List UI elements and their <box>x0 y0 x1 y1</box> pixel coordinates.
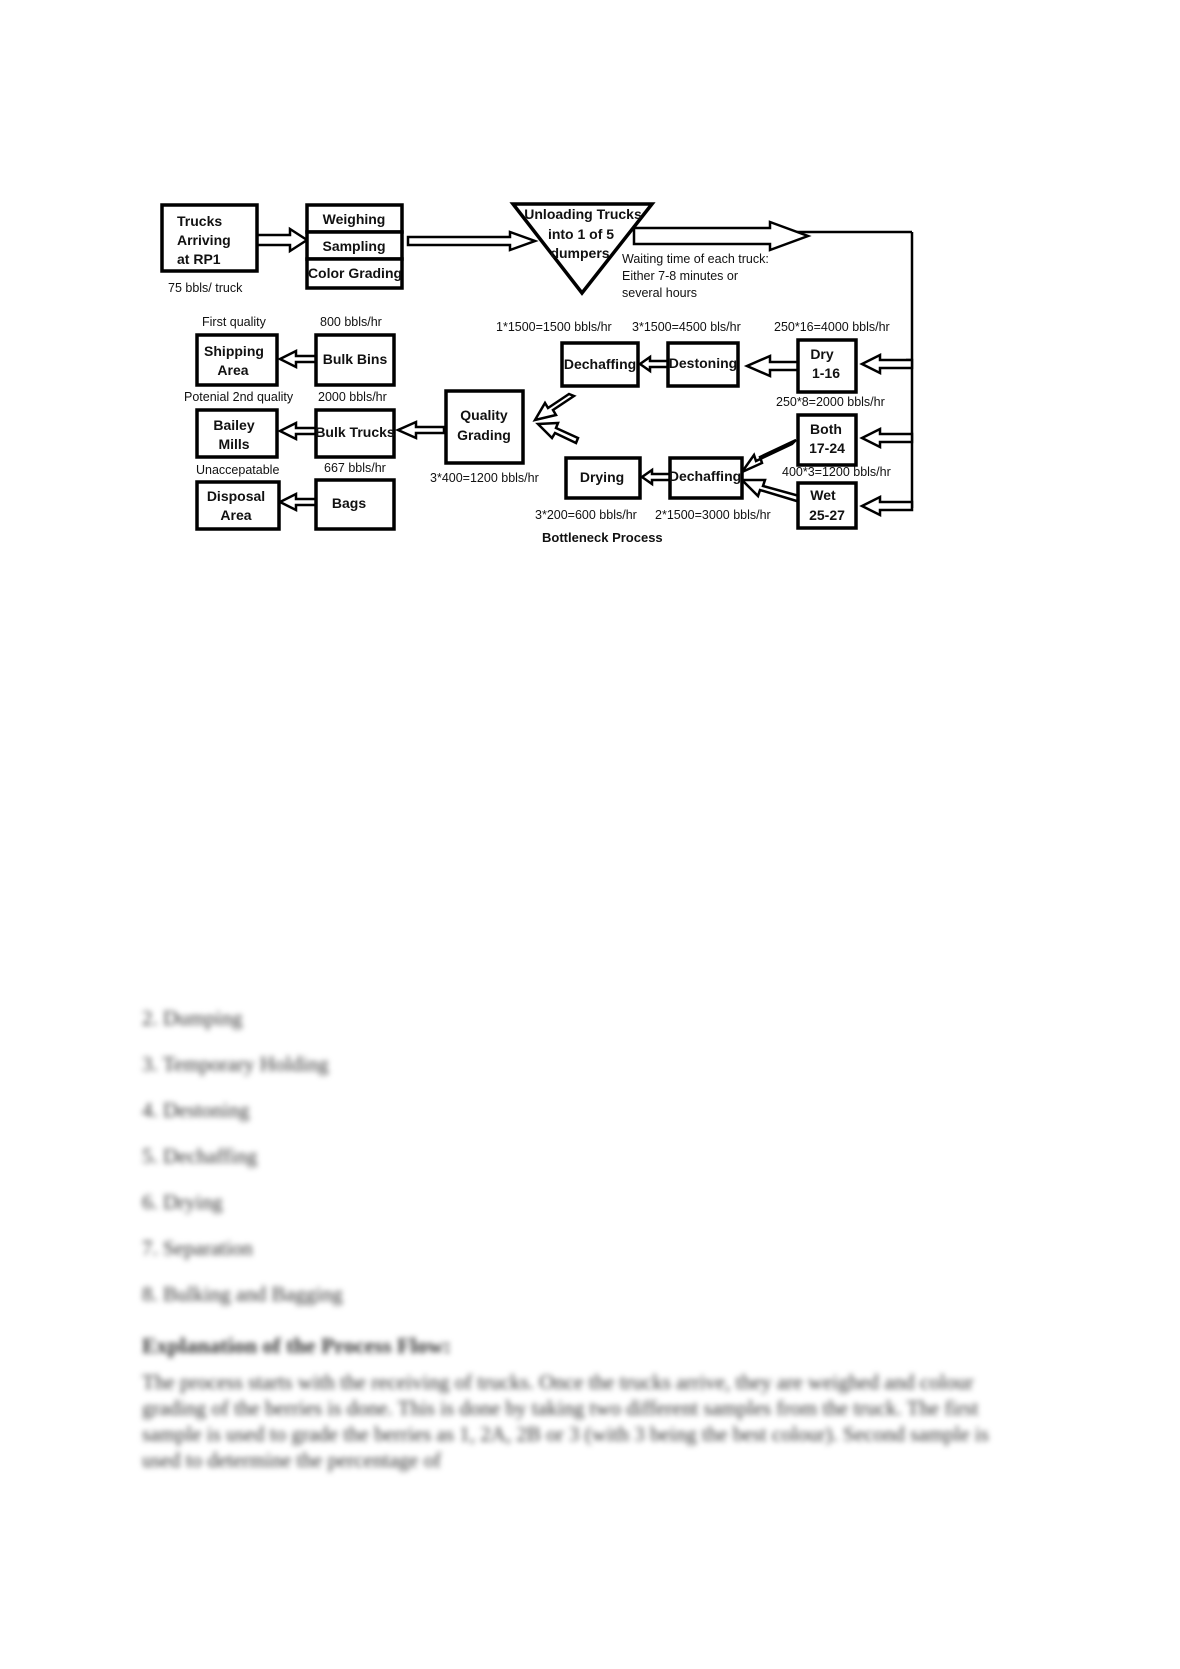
arrow-dechaffing-to-drying <box>639 467 672 487</box>
trucks-arriving-box: Trucks Arriving at RP1 <box>160 203 259 273</box>
arrow-bulkbins-to-shipping <box>277 348 318 370</box>
dechaffing-top-rate-note: 1*1500=1500 bbls/hr <box>496 320 612 334</box>
unacceptable-note: Unaccepatable <box>196 463 279 477</box>
arrow-bags-to-disposal <box>277 491 318 513</box>
bags-rate-note: 667 bbls/hr <box>324 461 386 475</box>
dry-box: Dry 1-16 <box>796 338 858 394</box>
bulk-trucks-label: Bulk Trucks <box>315 424 395 440</box>
trucks-rate-note: 75 bbls/ truck <box>168 281 243 295</box>
wet-label-line2: 25-27 <box>809 507 845 523</box>
dry-rate-note: 250*16=4000 bbls/hr <box>774 320 890 334</box>
quality-label-line2: Grading <box>457 427 511 443</box>
bulk-trucks-rate-note: 2000 bbls/hr <box>318 390 387 404</box>
arrow-to-quality-upper <box>532 392 577 422</box>
bulk-bins-label: Bulk Bins <box>323 351 388 367</box>
list-item: 3. Temporary Holding <box>142 1052 329 1076</box>
unloading-label-line2: into 1 of 5 <box>548 226 614 242</box>
list-item: 8. Bulking and Bagging <box>142 1282 343 1306</box>
dechaffing-top-label: Dechaffing <box>564 356 636 372</box>
weighing-label: Weighing <box>323 211 386 227</box>
destoning-box: Destoning <box>666 341 740 388</box>
body-paragraph: The process starts with the receiving of… <box>142 1370 989 1472</box>
shipping-label-line1: Shipping <box>204 343 264 359</box>
second-quality-note: Potenial 2nd quality <box>184 390 294 404</box>
dechaffing-bottom-rate-note: 2*1500=3000 bbls/hr <box>655 508 771 522</box>
unloading-label-line3: dumpers <box>550 245 609 261</box>
sampling-label: Sampling <box>322 238 385 254</box>
arrow-to-quality-lower <box>535 421 580 445</box>
dechaffing-top-box: Dechaffing <box>560 341 640 388</box>
first-quality-note: First quality <box>202 315 267 329</box>
arrow-dry-to-destoning <box>743 354 800 378</box>
dry-label-line1: Dry <box>810 346 834 362</box>
bailey-label-line2: Mills <box>218 436 249 452</box>
disposal-label-line1: Disposal <box>207 488 265 504</box>
both-label-line1: Both <box>810 421 842 437</box>
bottleneck-label: Bottleneck Process <box>542 530 663 545</box>
wet-label-line1: Wet <box>810 487 836 503</box>
arrow-bulktrucks-to-bailey <box>277 420 318 442</box>
arrow-to-both <box>859 426 914 450</box>
list-item: 5. Dechaffing <box>142 1144 258 1168</box>
bags-box: Bags <box>314 478 396 531</box>
process-steps-list: 2. Dumping 3. Temporary Holding 4. Desto… <box>142 995 1042 1317</box>
process-flow-diagram: Trucks Arriving at RP1 75 bbls/ truck We… <box>160 202 914 545</box>
blurred-document-text: 2. Dumping 3. Temporary Holding 4. Desto… <box>142 995 1042 1473</box>
trucks-label-line2: Arriving <box>177 232 231 248</box>
shipping-label-line2: Area <box>217 362 248 378</box>
bulk-bins-box: Bulk Bins <box>314 333 396 387</box>
arrow-dumper-to-right <box>632 220 812 252</box>
weighing-stack: Weighing Sampling Color Grading <box>305 203 404 290</box>
waiting-note-line1: Waiting time of each truck: <box>622 252 769 266</box>
arrow-quality-to-bulktrucks <box>394 420 446 440</box>
waiting-note-line2: Either 7-8 minutes or <box>622 269 738 283</box>
bags-label: Bags <box>332 495 366 511</box>
quality-rate-note: 3*400=1200 bbls/hr <box>430 471 539 485</box>
arrow-wet-to-dechaffing <box>738 478 805 504</box>
list-item: 7. Separation <box>142 1236 253 1260</box>
arrow-trucks-to-weighing <box>255 226 310 254</box>
arrow-to-wet <box>859 494 914 518</box>
trucks-label-line1: Trucks <box>177 213 222 229</box>
shipping-area-box: Shipping Area <box>195 333 279 387</box>
drying-rate-note: 3*200=600 bbls/hr <box>535 508 637 522</box>
color-grading-label: Color Grading <box>308 265 402 281</box>
arrow-weighing-to-dumper <box>406 230 539 252</box>
quality-grading-box: Quality Grading <box>444 389 525 465</box>
arrow-to-dry <box>859 352 914 376</box>
unloading-dumper-triangle: Unloading Trucks into 1 of 5 dumpers <box>509 202 656 296</box>
destoning-rate-note: 3*1500=4500 bls/hr <box>632 320 741 334</box>
drying-label: Drying <box>580 469 624 485</box>
list-item: 6. Drying <box>142 1190 223 1214</box>
bulk-trucks-box: Bulk Trucks <box>314 408 396 459</box>
list-item: 2. Dumping <box>142 1006 243 1030</box>
bailey-mills-box: Bailey Mills <box>195 408 279 459</box>
section-heading: Explanation of the Process Flow: <box>142 1333 451 1358</box>
both-box: Both 17-24 <box>796 413 858 467</box>
arrow-both-to-dechaffing <box>738 438 797 476</box>
both-label-line2: 17-24 <box>809 440 845 456</box>
arrow-destoning-to-dechaffing <box>637 354 670 374</box>
bailey-label-line1: Bailey <box>213 417 254 433</box>
disposal-area-box: Disposal Area <box>195 480 281 531</box>
bulk-bins-rate-note: 800 bbls/hr <box>320 315 382 329</box>
unloading-label-line1: Unloading Trucks <box>524 206 642 222</box>
both-rate-note: 250*8=2000 bbls/hr <box>776 395 885 409</box>
quality-label-line1: Quality <box>460 407 508 423</box>
dry-label-line2: 1-16 <box>812 365 840 381</box>
waiting-note-line3: several hours <box>622 286 697 300</box>
dechaffing-bottom-label: Dechaffing <box>669 468 741 484</box>
wet-rate-note: 400*3=1200 bbls/hr <box>782 465 891 479</box>
drying-box: Drying <box>564 456 642 500</box>
trucks-label-line3: at RP1 <box>177 251 221 267</box>
disposal-label-line2: Area <box>220 507 251 523</box>
arrows <box>255 220 914 518</box>
wet-box: Wet 25-27 <box>796 481 858 530</box>
list-item: 4. Destoning <box>142 1098 250 1122</box>
dechaffing-bottom-box: Dechaffing <box>668 456 744 500</box>
destoning-label: Destoning <box>669 355 737 371</box>
